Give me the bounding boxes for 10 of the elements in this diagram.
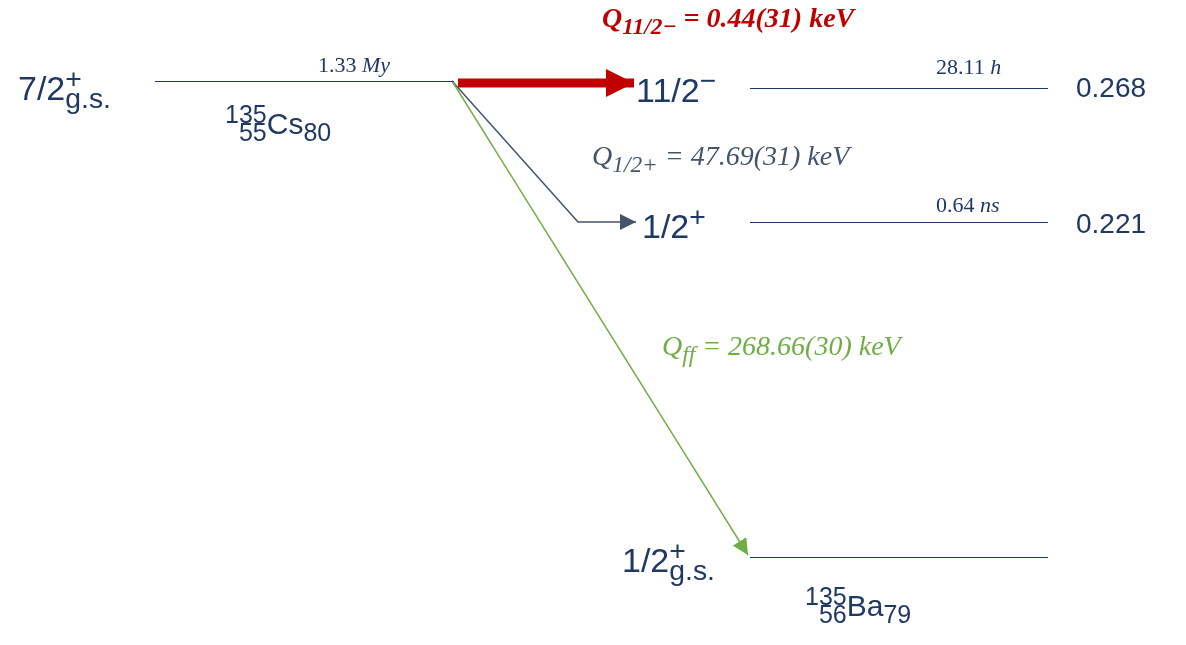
arrow — [451, 80, 637, 230]
half-life-label: 0.64 ns — [936, 192, 1000, 218]
energy-value: 0.221 — [1076, 208, 1147, 240]
spin-parity-label: 1/2$^{+}$ — [642, 200, 706, 247]
energy-value: 0.268 — [1076, 72, 1147, 104]
spin-parity-label: 11/2$^{−}$ — [636, 64, 717, 111]
arrow — [458, 69, 634, 97]
half-life-label: 1.33 My — [318, 52, 391, 78]
arrow — [451, 80, 749, 556]
half-life-label: 28.11 h — [936, 54, 1002, 80]
